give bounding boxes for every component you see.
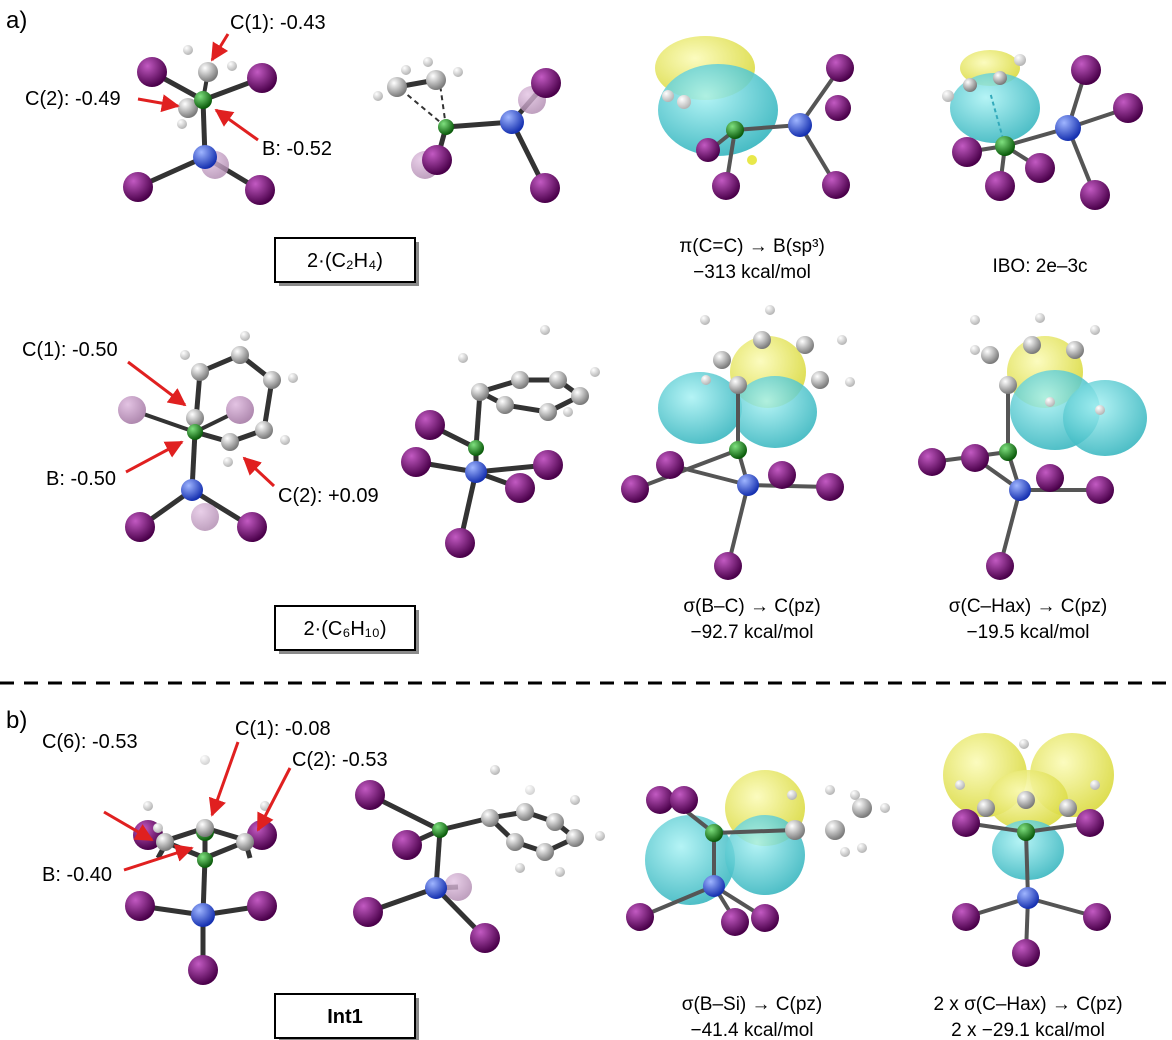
molecule-label-box-2-c6h10: 2·(C₆H₁₀) [274,605,419,654]
molecule-label-box-int1: Int1 [274,993,419,1040]
molecule-int1-view2 [353,765,605,953]
molecule-2-c2h4-view2 [373,57,561,203]
charge-label-c1: C(1): -0.43 [230,12,326,34]
panel-a-label: a) [6,7,27,34]
charge-label-c2-int1: C(2): -0.53 [292,749,388,771]
orbital-row1-2 [942,50,1143,210]
charge-label-b-row2: B: -0.50 [46,468,116,490]
molecule-2-c6h10-view1 [118,331,298,542]
charge-label-b: B: -0.52 [262,138,332,160]
charge-arrows-panel-b [103,741,292,872]
molecule-int1-view1 [125,755,277,985]
orbital-panel-b-2-energy: 2 x −29.1 kcal/mol [951,1020,1105,1040]
charge-arrows-row1 [137,33,259,142]
orbital-row1-1 [655,36,854,200]
orbital-row2-2-caption: σ(C–Hax) → C(pz) [949,596,1107,617]
molecule-label-text: 2·(C₆H₁₀) [303,618,386,640]
orbital-row2-2 [918,313,1147,580]
orbital-row1-1-caption: π(C=C) → B(sp³) [679,236,825,257]
charge-label-c2: C(2): -0.49 [25,88,121,110]
molecule-2-c2h4-view1 [123,45,277,205]
orbital-row1-1-energy: −313 kcal/mol [693,262,811,283]
orbital-panel-b-1-energy: −41.4 kcal/mol [690,1020,813,1040]
orbital-panel-b-1 [626,770,890,936]
panel-b-label: b) [6,707,27,734]
orbital-row2-2-energy: −19.5 kcal/mol [966,622,1089,643]
orbital-row2-1 [621,305,855,580]
charge-label-b-int1: B: -0.40 [42,864,112,886]
molecule-2-c6h10-view2 [401,325,600,558]
orbital-row2-1-energy: −92.7 kcal/mol [690,622,813,643]
molecule-label-text: 2·(C₂H₄) [307,250,383,272]
charge-label-c1-int1: C(1): -0.08 [235,718,331,740]
molecule-label-box-2-c2h4: 2·(C₂H₄) [274,237,419,286]
orbital-panel-b-2 [943,733,1114,967]
molecule-label-text: Int1 [327,1006,363,1028]
charge-arrows-row2 [125,360,276,488]
charge-label-c2-row2: C(2): +0.09 [278,485,379,507]
orbital-row1-2-caption: IBO: 2e–3c [992,256,1087,277]
charge-label-c6-int1: C(6): -0.53 [42,731,138,753]
orbital-row2-1-caption: σ(B–C) → C(pz) [683,596,820,617]
orbital-panel-b-1-caption: σ(B–Si) → C(pz) [682,994,823,1015]
charge-label-c1-row2: C(1): -0.50 [22,339,118,361]
orbital-panel-b-2-caption: 2 x σ(C–Hax) → C(pz) [933,994,1122,1015]
